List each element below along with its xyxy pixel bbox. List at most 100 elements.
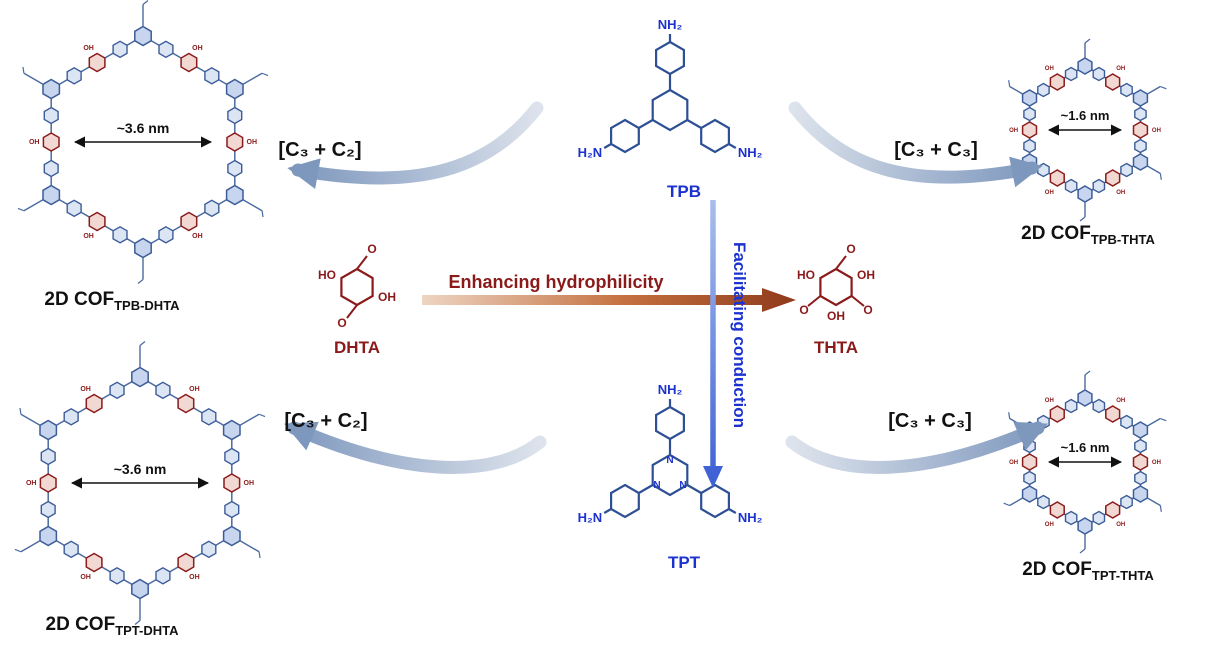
bond: [242, 199, 263, 212]
linker-ring: [88, 211, 106, 232]
bond: [1084, 370, 1091, 376]
phenyl-ring: [1064, 178, 1078, 194]
phenyl-ring: [654, 405, 686, 441]
atom-label: OH: [1009, 128, 1018, 134]
phenyl-ring: [63, 540, 79, 559]
bond: [686, 484, 702, 494]
phenyl-ring: [224, 447, 240, 466]
node-ring: [1077, 185, 1093, 203]
node-ring: [222, 419, 241, 441]
bond: [239, 413, 260, 426]
phenyl-ring: [1023, 106, 1036, 122]
reaction-label-bottom-right: [C₃ + C₃]: [888, 410, 972, 432]
phenyl-ring: [201, 540, 217, 559]
linker-ring: [180, 211, 198, 232]
bond: [1009, 417, 1023, 427]
atom-label: O: [863, 303, 872, 317]
bond: [139, 341, 146, 346]
phenyl-ring: [1134, 106, 1147, 122]
phenyl-ring: [112, 40, 128, 59]
atom-label: OH: [26, 480, 37, 487]
phenyl-ring: [1037, 82, 1050, 98]
bond: [1008, 412, 1011, 419]
atom-label: OH: [80, 574, 91, 581]
cof-name-sub: TPB-DHTA: [114, 298, 180, 313]
atom-label: NH₂: [658, 382, 683, 397]
atom-label: NH₂: [658, 17, 683, 32]
node-ring: [1077, 57, 1093, 75]
linker-ring: [85, 552, 103, 573]
bond: [356, 255, 368, 270]
phenyl-ring: [1134, 470, 1147, 486]
bond: [261, 210, 264, 218]
phenyl-ring: [700, 118, 731, 154]
linker-ring: [177, 393, 195, 414]
triazine-ring: [651, 453, 689, 497]
phenyl-ring: [40, 500, 56, 519]
phenyl-ring: [1120, 162, 1133, 178]
bond: [23, 72, 44, 85]
bond: [20, 413, 41, 426]
bond: [17, 207, 25, 212]
atom-label: HO: [318, 268, 336, 282]
phenyl-ring: [158, 40, 174, 59]
reaction-label-top-right: [C₃ + C₃]: [894, 139, 978, 161]
benzene-ring: [651, 88, 689, 132]
bond: [603, 508, 612, 514]
atom-label: N: [666, 455, 673, 466]
phenyl-ring: [66, 199, 82, 218]
bond: [728, 508, 737, 514]
cof-tpt-thta-name: 2D COFTPT-THTA: [1022, 559, 1154, 583]
atom-label: OH: [29, 139, 40, 146]
phenyl-ring: [700, 483, 731, 519]
pore-label-tpb-thta: ~1.6 nm: [1061, 108, 1110, 123]
linker-ring: [1049, 169, 1065, 187]
thta-label: THTA: [814, 338, 858, 357]
phenyl-ring: [1064, 66, 1078, 82]
reaction-arrow-top-right: [788, 101, 1043, 188]
bond: [835, 255, 847, 270]
bond: [728, 143, 737, 149]
cof-name-sub: TPT-THTA: [1092, 568, 1154, 583]
cof-tpb-thta-name: 2D COFTPB-THTA: [1021, 223, 1155, 247]
linker-ring: [1105, 73, 1121, 91]
bond: [1003, 502, 1010, 507]
atom-label: OH: [1045, 190, 1054, 196]
bond: [242, 72, 263, 85]
phenyl-ring: [1064, 398, 1078, 414]
node-ring: [1132, 89, 1149, 107]
phenyl-ring: [654, 40, 686, 76]
node-ring: [42, 78, 61, 100]
atom-label: O: [337, 316, 346, 330]
linker-ring: [223, 473, 241, 493]
pore-label-tpb-dhta: ~3.6 nm: [117, 120, 170, 136]
atom-label: H₂N: [578, 145, 603, 160]
bond: [1147, 417, 1161, 427]
atom-label: HO: [797, 268, 815, 282]
bond: [1079, 548, 1086, 554]
linker-ring: [88, 52, 106, 73]
node-ring: [134, 25, 152, 47]
bond: [686, 119, 702, 129]
reaction-label-bottom-left: [C₃ + C₂]: [284, 410, 367, 432]
reaction-arrow-bottom-right: [785, 421, 1049, 474]
atom-label: OH: [1009, 460, 1018, 466]
atom-label: OH: [1152, 128, 1161, 134]
bond: [850, 295, 865, 307]
phenyl-ring: [204, 199, 220, 218]
bond: [1147, 497, 1161, 507]
node-ring: [1077, 389, 1093, 407]
linker-ring: [1049, 405, 1065, 423]
cof-name-main: 2D COF: [44, 289, 114, 310]
linker-ring: [1021, 121, 1038, 139]
atom-label: OH: [247, 139, 258, 146]
atom-label: OH: [80, 386, 91, 393]
atom-label: O: [846, 242, 855, 256]
bond: [1009, 497, 1023, 507]
bond: [258, 413, 266, 418]
benzene-ring: [819, 267, 853, 307]
bond: [603, 143, 612, 149]
atom-label: O: [799, 303, 808, 317]
